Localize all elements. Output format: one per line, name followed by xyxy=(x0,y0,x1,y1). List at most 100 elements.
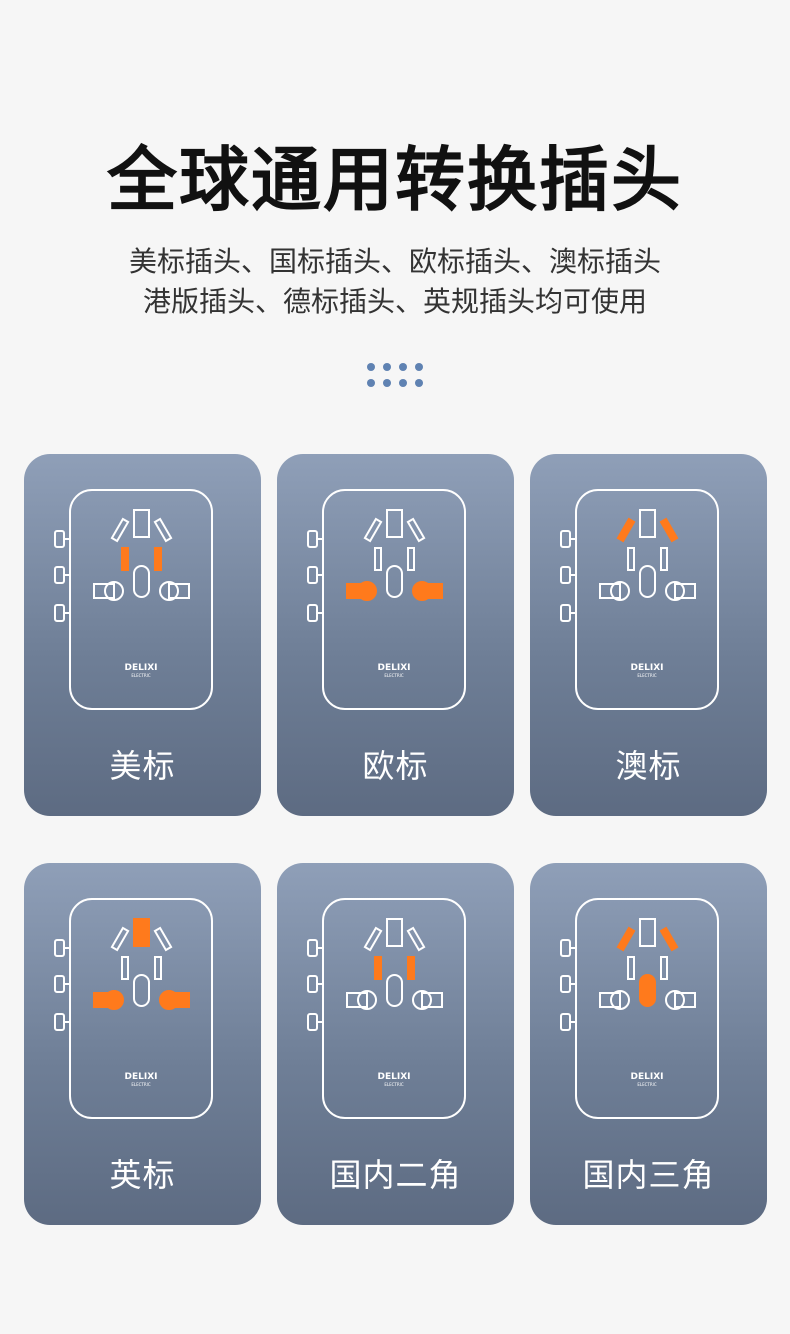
us-slot-right xyxy=(407,956,415,980)
angled-slot-right xyxy=(659,517,679,543)
us-slot-left xyxy=(374,956,382,980)
top-square-slot xyxy=(133,509,150,538)
round-pin-slot-right xyxy=(159,990,190,1010)
plug-type-label: 英标 xyxy=(109,1156,176,1194)
brand-logo: DELIXI xyxy=(631,663,664,673)
middle-pin-slot xyxy=(386,565,403,598)
angled-slot-right xyxy=(153,926,173,952)
angled-slot-left xyxy=(616,926,636,952)
us-slot-left xyxy=(374,547,382,571)
brand-logo: DELIXI xyxy=(125,1072,158,1082)
top-square-slot xyxy=(639,918,656,947)
round-pin-slot-left xyxy=(346,581,377,601)
socket-body xyxy=(322,898,466,1119)
decorative-dots xyxy=(367,363,423,391)
us-slot-left xyxy=(627,547,635,571)
round-pin-slot-left xyxy=(346,990,377,1010)
side-pin-icon xyxy=(560,1013,576,1031)
socket-body xyxy=(69,898,213,1119)
side-pin-icon xyxy=(54,975,70,993)
round-pin-slot-right xyxy=(665,990,696,1010)
plug-type-label: 国内二角 xyxy=(329,1156,462,1194)
socket-body xyxy=(575,898,719,1119)
angled-slot-right xyxy=(153,517,173,543)
side-pin-icon xyxy=(307,566,323,584)
side-pin-icon xyxy=(307,975,323,993)
angled-slot-left xyxy=(363,926,383,952)
brand-logo: DELIXI xyxy=(378,663,411,673)
brand-logo-sub: ELECTRIC xyxy=(637,1082,656,1087)
round-pin-slot-left xyxy=(599,990,630,1010)
middle-pin-slot xyxy=(639,565,656,598)
top-square-slot xyxy=(133,918,150,947)
angled-slot-left xyxy=(110,926,130,952)
round-pin-slot-right xyxy=(412,581,443,601)
side-pin-icon xyxy=(307,1013,323,1031)
side-pin-icon xyxy=(54,604,70,622)
brand-logo: DELIXI xyxy=(125,663,158,673)
top-square-slot xyxy=(386,509,403,538)
brand-logo-sub: ELECTRIC xyxy=(384,673,403,678)
angled-slot-right xyxy=(406,926,426,952)
plug-type-label: 美标 xyxy=(109,747,176,785)
us-slot-right xyxy=(660,547,668,571)
angled-slot-left xyxy=(110,517,130,543)
us-slot-right xyxy=(154,956,162,980)
plug-type-label: 欧标 xyxy=(362,747,429,785)
side-pin-icon xyxy=(307,604,323,622)
middle-pin-slot xyxy=(133,974,150,1007)
brand-logo: DELIXI xyxy=(631,1072,664,1082)
socket-body xyxy=(322,489,466,710)
us-slot-left xyxy=(627,956,635,980)
side-pin-icon xyxy=(54,939,70,957)
side-pin-icon xyxy=(560,604,576,622)
side-pin-icon xyxy=(54,1013,70,1031)
round-pin-slot-left xyxy=(93,990,124,1010)
plug-type-label: 澳标 xyxy=(615,747,682,785)
angled-slot-right xyxy=(659,926,679,952)
side-pin-icon xyxy=(307,939,323,957)
angled-slot-left xyxy=(616,517,636,543)
round-pin-slot-right xyxy=(665,581,696,601)
angled-slot-left xyxy=(363,517,383,543)
us-slot-left xyxy=(121,547,129,571)
brand-logo: DELIXI xyxy=(378,1072,411,1082)
middle-pin-slot xyxy=(639,974,656,1007)
side-pin-icon xyxy=(54,530,70,548)
brand-logo-sub: ELECTRIC xyxy=(637,673,656,678)
subtitle-line-2: 港版插头、德标插头、英规插头均可使用 xyxy=(142,285,647,318)
round-pin-slot-right xyxy=(412,990,443,1010)
side-pin-icon xyxy=(54,566,70,584)
us-slot-right xyxy=(407,547,415,571)
top-square-slot xyxy=(639,509,656,538)
round-pin-slot-left xyxy=(599,581,630,601)
us-slot-right xyxy=(154,547,162,571)
side-pin-icon xyxy=(560,975,576,993)
brand-logo-sub: ELECTRIC xyxy=(384,1082,403,1087)
us-slot-right xyxy=(660,956,668,980)
socket-body xyxy=(69,489,213,710)
round-pin-slot-left xyxy=(93,581,124,601)
socket-body xyxy=(575,489,719,710)
side-pin-icon xyxy=(307,530,323,548)
us-slot-left xyxy=(121,956,129,980)
subtitle-line-1: 美标插头、国标插头、欧标插头、澳标插头 xyxy=(128,245,661,278)
brand-logo-sub: ELECTRIC xyxy=(131,673,150,678)
side-pin-icon xyxy=(560,939,576,957)
middle-pin-slot xyxy=(386,974,403,1007)
middle-pin-slot xyxy=(133,565,150,598)
brand-logo-sub: ELECTRIC xyxy=(131,1082,150,1087)
plug-type-label: 国内三角 xyxy=(582,1156,715,1194)
top-square-slot xyxy=(386,918,403,947)
